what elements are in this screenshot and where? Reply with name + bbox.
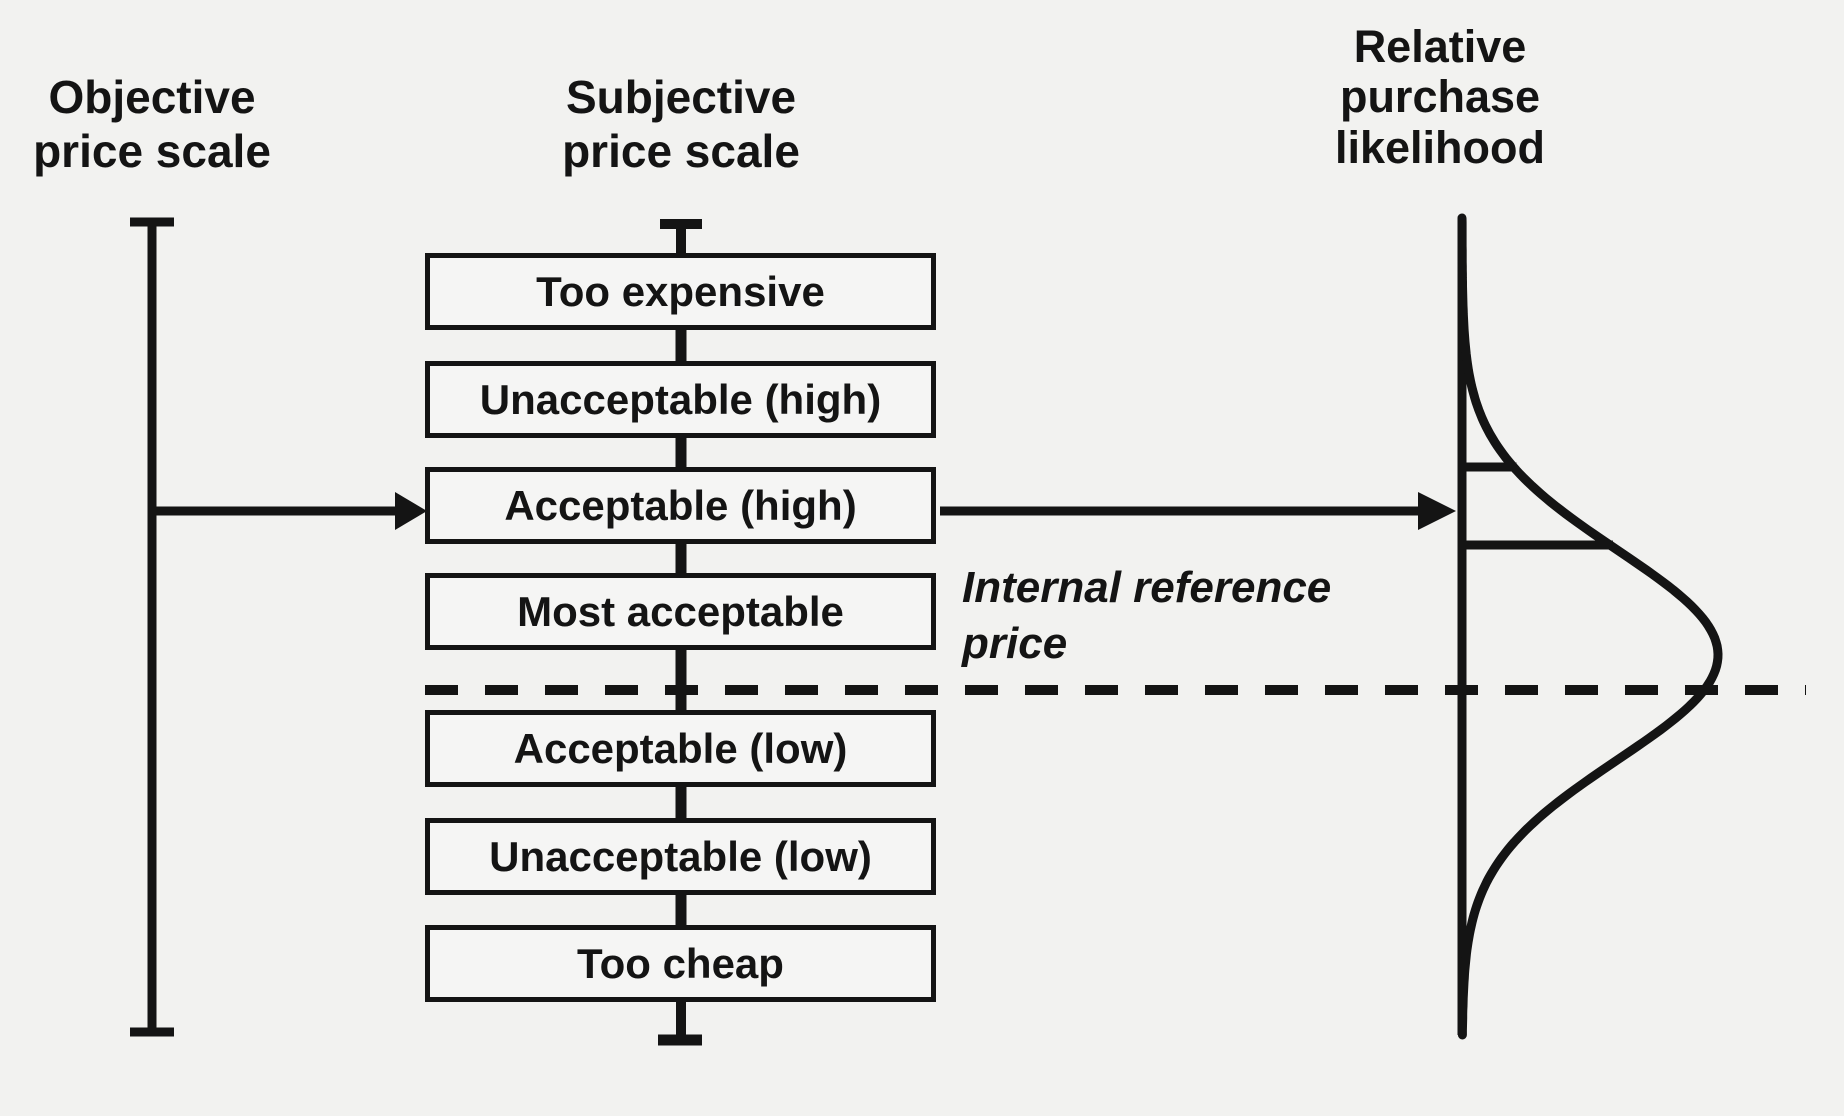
scale-box-too-expensive: Too expensive [425,253,936,330]
likelihood-plot [1457,213,1723,1040]
subjective-price-scale-title: Subjective price scale [562,71,800,178]
arrowhead [1418,492,1456,530]
arrowhead [395,492,427,530]
objective-to-subjective-arrow [152,492,427,530]
scale-box-too-cheap: Too cheap [425,925,936,1002]
internal-reference-price-label: Internal reference price [962,563,1332,669]
scale-box-unacceptable-high: Unacceptable (high) [425,361,936,438]
relative-purchase-likelihood-title: Relative purchase likelihood [1334,21,1545,173]
subjective-to-likelihood-arrow [940,492,1456,530]
objective-price-scale-title: Objective price scale [33,71,271,178]
scale-box-acceptable-low: Acceptable (low) [425,710,936,787]
objective-axis [130,217,174,1037]
scale-box-acceptable-high: Acceptable (high) [425,467,936,544]
scale-box-most-acceptable: Most acceptable [425,573,936,650]
scale-box-unacceptable-low: Unacceptable (low) [425,818,936,895]
likelihood-curve [1457,213,1723,1040]
